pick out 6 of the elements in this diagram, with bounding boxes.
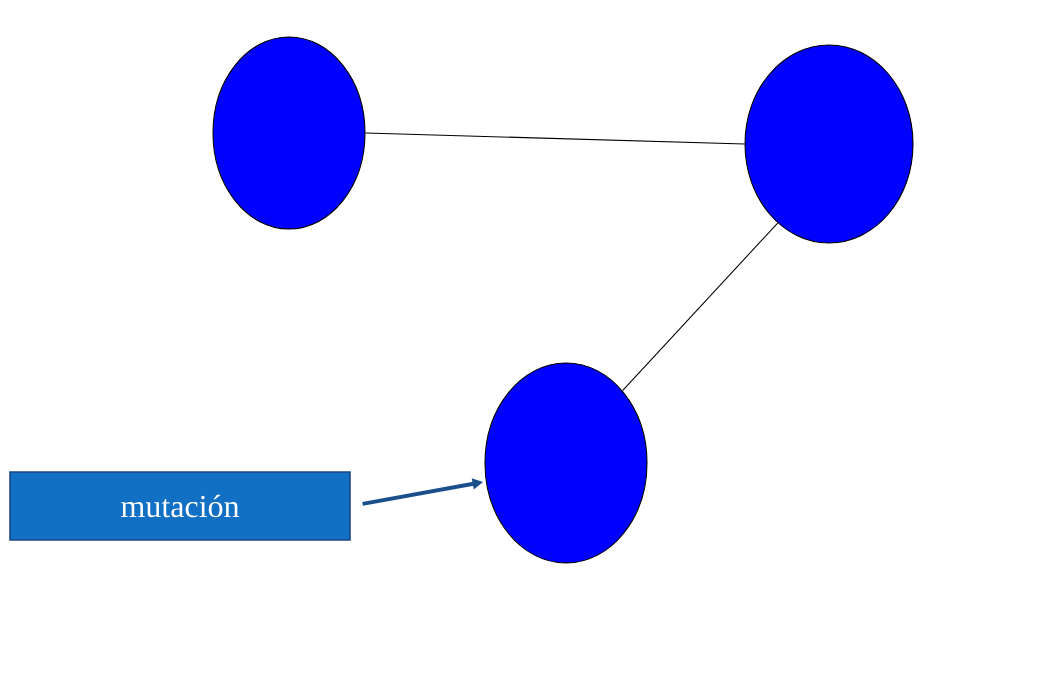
ellipse — [744, 44, 914, 244]
ellipse — [484, 362, 648, 564]
text-box: mutación — [9, 471, 351, 541]
connector-line — [365, 132, 745, 145]
ellipse — [212, 36, 366, 230]
connector-line — [622, 222, 779, 392]
